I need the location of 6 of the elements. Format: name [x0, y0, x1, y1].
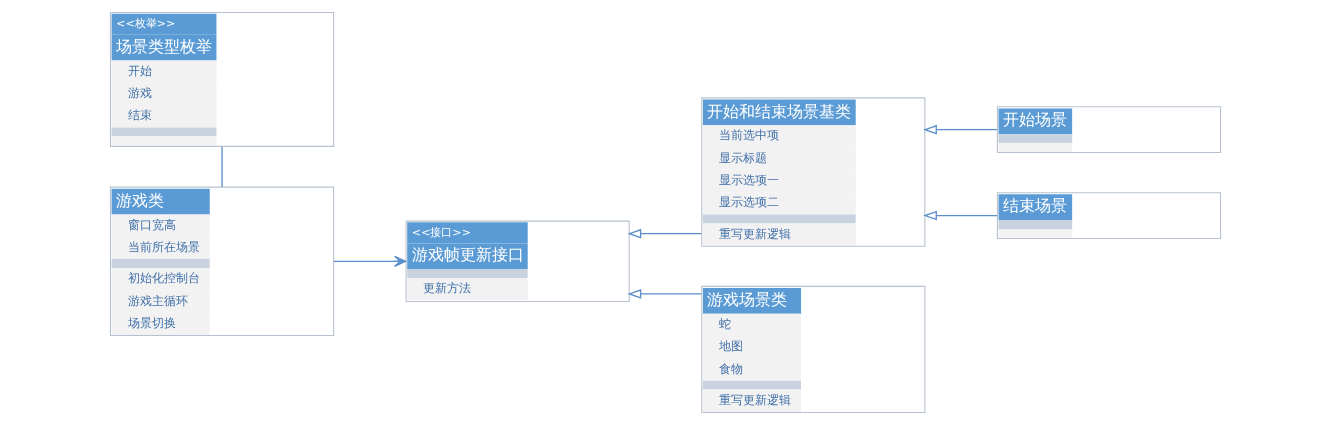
arrow: [626, 228, 702, 239]
connector: [220, 146, 223, 188]
arrow: [922, 210, 998, 221]
arrow: [332, 255, 406, 267]
arrow: [922, 124, 998, 135]
arrow: [626, 289, 702, 299]
